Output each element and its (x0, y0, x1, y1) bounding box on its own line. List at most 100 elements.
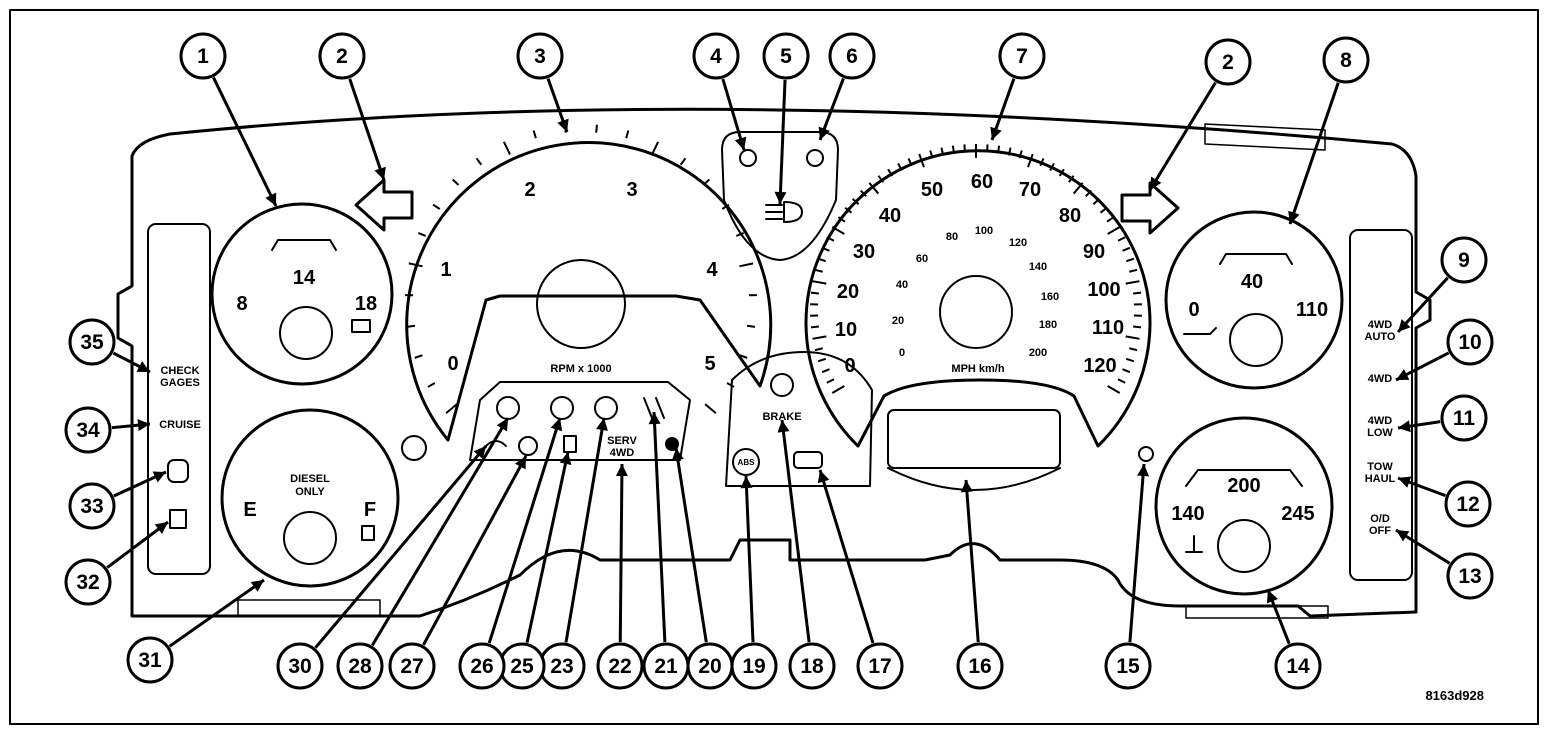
mph-label-0: 0 (844, 355, 855, 377)
speed-tick (940, 147, 945, 156)
speed-tick (1125, 280, 1140, 285)
speed-tick (1092, 198, 1101, 206)
abs-label: ABS (738, 458, 756, 467)
callout-circle-c18 (788, 642, 836, 690)
callout-number-c22: 22 (608, 655, 631, 678)
voltmeter-max-label: 18 (355, 293, 377, 315)
check-engine-icon (793, 451, 823, 469)
speed-tick (831, 385, 845, 394)
callout-number-c32: 32 (76, 571, 99, 594)
callout-arrowhead-c23 (596, 418, 608, 431)
callout-circle-c30 (276, 642, 324, 690)
speed-tick (897, 162, 903, 171)
speed-tick (1049, 162, 1055, 171)
mph-label-30: 30 (853, 241, 875, 263)
speed-tick (887, 168, 894, 177)
callout-arrowhead-c21 (648, 412, 661, 425)
tach-label-3: 3 (626, 179, 637, 201)
speed-tick (986, 144, 989, 153)
callout-number-c15: 15 (1116, 655, 1140, 678)
speed-tick (826, 236, 835, 242)
tach-tick (414, 354, 423, 359)
callout-circle-c10 (1446, 318, 1494, 366)
figure-id: 8163d928 (1425, 688, 1484, 703)
right-indicator-strip (1349, 229, 1413, 581)
speed-tick (1107, 226, 1121, 235)
callout-circle-c8 (1322, 36, 1370, 84)
callout-arrowhead-c30 (473, 446, 486, 460)
callout-arrowhead-c1 (265, 192, 277, 206)
speed-tick (826, 378, 835, 384)
callout-number-c12: 12 (1456, 493, 1479, 516)
callout-leader-c21 (652, 411, 667, 643)
tach-tick (452, 178, 460, 186)
voltmeter-scale-arc (271, 239, 337, 251)
callout-leader-c20 (674, 447, 708, 643)
tach-tick (432, 203, 441, 210)
speed-tick (1072, 182, 1084, 195)
callout-arrowhead-c8 (1288, 210, 1300, 224)
speed-tick (821, 368, 830, 374)
tach-tick (735, 232, 745, 237)
speed-tick (1117, 236, 1126, 242)
od-off-line2: OFF (1369, 525, 1391, 537)
speed-tick (1007, 147, 1012, 156)
callout-arrowhead-c27 (515, 456, 526, 470)
speed-tick (951, 145, 956, 154)
trailer-light-icon (665, 437, 679, 451)
tach-label-4: 4 (706, 259, 718, 281)
tach-label-5: 5 (704, 353, 715, 375)
voltmeter-hub (279, 306, 333, 360)
tire-pressure-icon (550, 396, 574, 420)
temperature-gauge (1154, 416, 1334, 596)
speedometer-hub (939, 275, 1013, 349)
brake-label: BRAKE (762, 411, 801, 423)
mph-label-50: 50 (921, 179, 943, 201)
callout-circle-c4 (692, 32, 740, 80)
callout-arrowhead-c16 (960, 480, 973, 493)
speed-tick (963, 144, 966, 153)
temperature-hub (1217, 519, 1271, 573)
callout-arrowhead-c13 (1396, 530, 1410, 542)
callout-arrowhead-c26 (550, 418, 563, 432)
oil-min-label: 0 (1188, 299, 1199, 321)
callout-arrowhead-c19 (740, 476, 753, 489)
speed-tick (814, 268, 823, 273)
oil-pressure-hub (1229, 313, 1283, 367)
warning-lamp-panel (469, 381, 691, 461)
temp-min-label: 140 (1171, 503, 1204, 525)
callout-number-c6: 6 (846, 45, 858, 68)
oil-can-icon (1183, 327, 1217, 335)
callout-number-c31: 31 (138, 649, 162, 672)
callout-number-c5: 5 (780, 45, 792, 68)
callout-number-c18: 18 (800, 655, 824, 678)
callout-leader-c28 (371, 417, 510, 647)
fuel-gauge (220, 408, 400, 588)
speed-tick (1122, 246, 1131, 252)
callout-number-c14: 14 (1286, 655, 1310, 678)
callout-leader-c18 (780, 419, 811, 643)
kmh-label-180: 180 (1039, 319, 1057, 331)
temperature-scale-arc (1185, 469, 1303, 487)
tach-tick (625, 130, 630, 139)
callout-circle-c7 (998, 32, 1046, 80)
top-center-lamp-panel (721, 131, 839, 261)
callout-arrowhead-c18 (777, 420, 790, 433)
speed-tick (1107, 385, 1121, 394)
callout-number-c27: 27 (400, 655, 423, 678)
callout-arrowhead-c2a (374, 166, 386, 180)
speed-tick (814, 347, 823, 352)
tach-tick (726, 382, 735, 388)
callout-leader-c15 (1128, 463, 1146, 643)
speed-tick (1068, 175, 1075, 183)
speed-tick (810, 325, 819, 329)
temp-mid-label: 200 (1227, 475, 1260, 497)
voltmeter-min-label: 8 (236, 293, 247, 315)
oil-mid-label: 40 (1241, 271, 1263, 293)
serv-4wd-line1: SERV (607, 435, 637, 447)
speed-tick (1085, 189, 1093, 198)
callout-arrowhead-c5 (774, 191, 787, 204)
speed-tick (1018, 150, 1023, 159)
speed-tick (1027, 153, 1034, 168)
callout-number-c19: 19 (742, 655, 765, 678)
